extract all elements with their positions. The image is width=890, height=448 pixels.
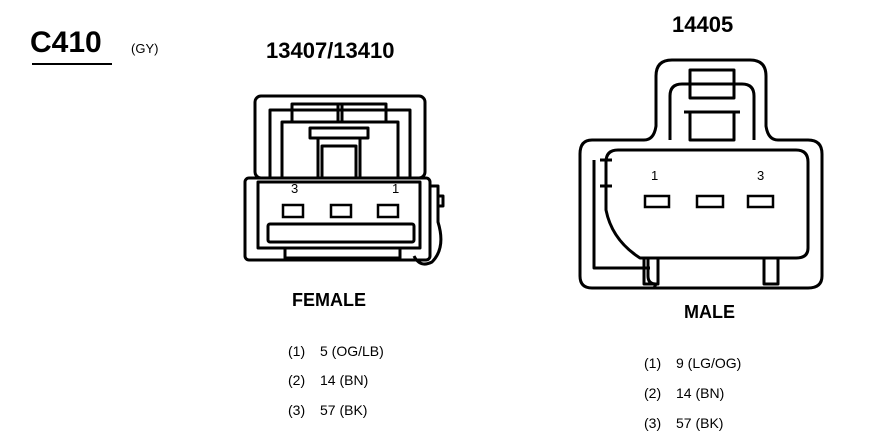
male-label: MALE [684, 302, 735, 322]
female-pin-cavities [281, 203, 400, 219]
female-pin-number: (2) [288, 372, 306, 388]
male-pin-row: (2) 14 (BN) [644, 385, 724, 401]
male-pin-row: (1) 9 (LG/OG) [644, 355, 741, 371]
connector-color-code: (GY) [131, 41, 159, 56]
male-pin-blades [643, 194, 775, 209]
male-pin-number: (3) [644, 415, 662, 431]
female-cavity-label-3: 3 [291, 181, 299, 196]
male-part-number: 14405 [672, 12, 734, 37]
connector-id-underline [32, 63, 112, 65]
male-pin-number: (1) [644, 355, 662, 371]
female-pin-row: (2) 14 (BN) [288, 372, 368, 388]
female-cavity-label-1: 1 [392, 181, 400, 196]
male-pin-label-1: 1 [651, 168, 659, 183]
male-pin-circuit: 57 (BK) [676, 415, 724, 431]
male-pin-circuit: 14 (BN) [676, 385, 725, 401]
male-pin-number: (2) [644, 385, 662, 401]
female-pin-row: (3) 57 (BK) [288, 402, 367, 418]
female-part-number: 13407/13410 [266, 38, 395, 63]
male-pin-label-3: 3 [757, 168, 765, 183]
male-pin-circuit: 9 (LG/OG) [676, 355, 742, 371]
female-pin-circuit: 57 (BK) [320, 402, 368, 418]
connector-id: C410 [30, 26, 102, 59]
female-pin-number: (1) [288, 343, 306, 359]
male-pin-row: (3) 57 (BK) [644, 415, 723, 431]
female-connector-face-view [243, 94, 445, 266]
female-pin-row: (1) 5 (OG/LB) [288, 343, 384, 359]
female-pin-number: (3) [288, 402, 306, 418]
female-label: FEMALE [292, 290, 366, 310]
male-connector-face-view [578, 58, 824, 290]
female-pin-circuit: 14 (BN) [320, 372, 369, 388]
female-pin-circuit: 5 (OG/LB) [320, 343, 384, 359]
